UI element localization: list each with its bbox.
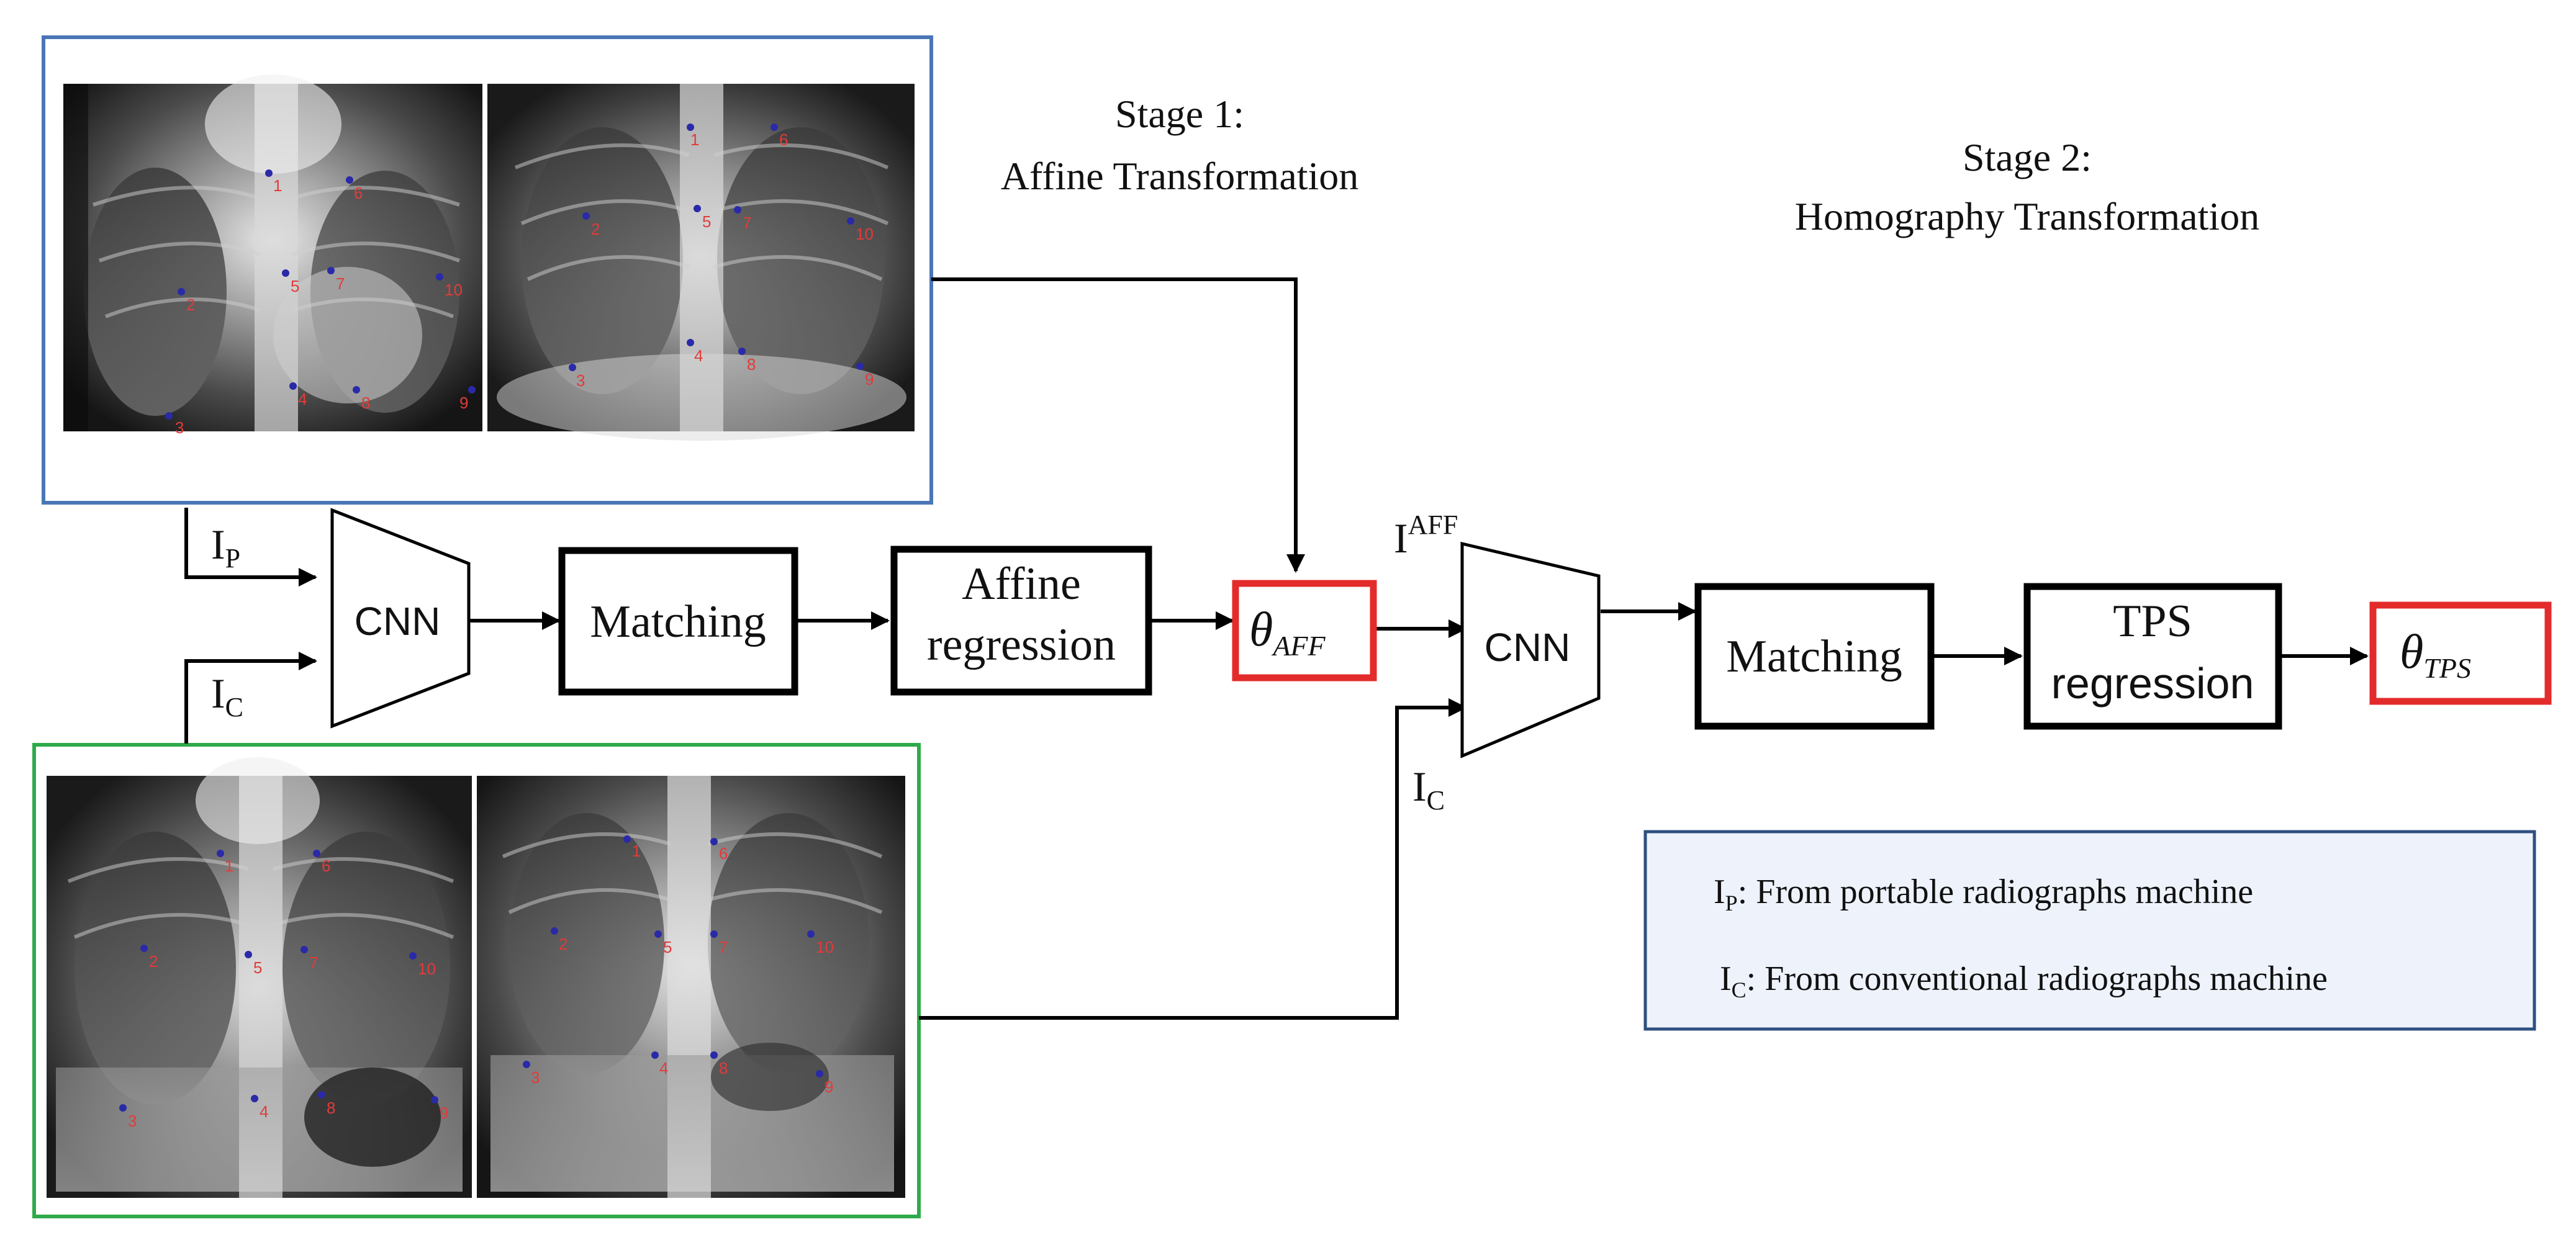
svg-text:7: 7 [719, 938, 728, 956]
svg-text:IP: IP [211, 521, 240, 573]
svg-text:4: 4 [694, 346, 703, 365]
svg-text:Homography Transformation: Homography Transformation [1795, 194, 2259, 238]
svg-text:5: 5 [291, 277, 299, 295]
conventional-images-frame [32, 743, 921, 1218]
svg-text:6: 6 [354, 184, 363, 202]
theta-tps-output: θTPS [2369, 601, 2552, 705]
svg-text:8: 8 [747, 355, 756, 374]
input-label-ic-stage2: IC [1412, 763, 1445, 816]
svg-text:Affine Transformation: Affine Transformation [1001, 154, 1359, 198]
svg-text:4: 4 [298, 390, 307, 408]
svg-text:TPS: TPS [2113, 596, 2192, 647]
svg-text:regression: regression [2051, 659, 2254, 708]
svg-text:regression: regression [927, 619, 1116, 670]
svg-text:8: 8 [327, 1099, 335, 1117]
svg-text:Matching: Matching [590, 596, 766, 647]
svg-text:4: 4 [659, 1059, 668, 1077]
svg-text:θAFF: θAFF [1249, 602, 1326, 662]
tps-regression-block: TPS regression [2023, 583, 2282, 730]
svg-text:10: 10 [445, 281, 463, 299]
input-label-ic: IC [211, 670, 243, 722]
svg-text:IP: From portable radiographs: IP: From portable radiographs machine [1714, 873, 2253, 915]
svg-text:8: 8 [719, 1059, 728, 1077]
svg-text:5: 5 [702, 212, 711, 231]
cnn-encoder-1: CNN [330, 508, 471, 729]
svg-text:8: 8 [361, 393, 370, 412]
input-label-iaff: IAFF [1394, 510, 1458, 562]
svg-text:9: 9 [459, 393, 468, 412]
svg-text:1: 1 [225, 857, 233, 875]
xray-portable-2-landmarks: 1 6 2 5 7 10 3 4 8 9 [569, 124, 874, 390]
theta-aff-output: θAFF [1232, 580, 1377, 681]
xray-portable-1 [63, 74, 482, 431]
svg-text:IC: IC [1412, 763, 1445, 816]
svg-text:6: 6 [322, 857, 330, 875]
svg-text:3: 3 [175, 418, 184, 437]
xray-conventional-1-landmarks: 1 6 2 5 7 10 3 4 8 9 [119, 850, 448, 1130]
svg-text:Matching: Matching [1726, 631, 1902, 682]
svg-text:IC: IC [211, 670, 243, 722]
affine-regression-block: Affine regression [890, 546, 1152, 696]
svg-text:1: 1 [273, 176, 282, 195]
svg-text:6: 6 [719, 844, 728, 863]
cnn-encoder-2: CNN [1460, 541, 1601, 758]
svg-text:CNN: CNN [355, 599, 441, 644]
stage-2-title: Stage 2: Homography Transformation [1795, 135, 2259, 238]
portable-images-frame [42, 35, 933, 505]
svg-text:6: 6 [779, 130, 788, 149]
svg-text:2: 2 [559, 935, 567, 953]
xray-conventional-2-landmarks: 1 6 2 5 7 10 3 4 8 9 [523, 835, 834, 1096]
svg-text:3: 3 [531, 1068, 540, 1087]
svg-text:3: 3 [576, 371, 585, 390]
stage-1-title: Stage 1: Affine Transformation [1001, 92, 1359, 198]
svg-text:5: 5 [663, 938, 672, 956]
svg-text:5: 5 [253, 958, 262, 977]
connectors [184, 277, 2369, 1020]
xray-portable-1-landmarks: 1 6 2 5 7 10 3 4 8 9 [165, 169, 476, 437]
svg-text:7: 7 [743, 214, 751, 232]
svg-text:1: 1 [690, 130, 699, 149]
svg-text:Stage 2:: Stage 2: [1963, 135, 2092, 179]
svg-text:IAFF: IAFF [1394, 510, 1458, 562]
svg-text:7: 7 [309, 953, 318, 972]
svg-text:9: 9 [825, 1077, 833, 1096]
svg-text:4: 4 [260, 1102, 268, 1121]
matching-block-1: Matching [558, 547, 798, 696]
svg-text:10: 10 [856, 225, 874, 243]
svg-text:9: 9 [440, 1104, 448, 1122]
matching-block-2: Matching [1694, 583, 1935, 730]
svg-text:IC: From conventional radiogra: IC: From conventional radiographs machin… [1720, 960, 2328, 1002]
svg-text:Affine: Affine [962, 559, 1081, 609]
svg-text:10: 10 [418, 960, 436, 978]
svg-text:2: 2 [149, 952, 158, 971]
svg-text:7: 7 [336, 274, 345, 293]
xray-conventional-2 [477, 776, 905, 1198]
svg-text:θTPS: θTPS [2400, 624, 2471, 684]
svg-text:10: 10 [816, 938, 834, 956]
svg-text:Stage 1:: Stage 1: [1115, 92, 1244, 136]
input-label-ip: IP [211, 521, 240, 573]
svg-text:2: 2 [186, 295, 195, 314]
svg-text:9: 9 [865, 370, 874, 389]
xray-conventional-1 [47, 757, 472, 1198]
svg-text:1: 1 [632, 842, 641, 860]
legend-box: IP: From portable radiographs machine IC… [1643, 830, 2536, 1031]
svg-text:CNN: CNN [1485, 625, 1571, 670]
svg-text:2: 2 [591, 220, 600, 238]
xray-portable-2 [487, 84, 915, 441]
svg-text:3: 3 [128, 1112, 137, 1130]
